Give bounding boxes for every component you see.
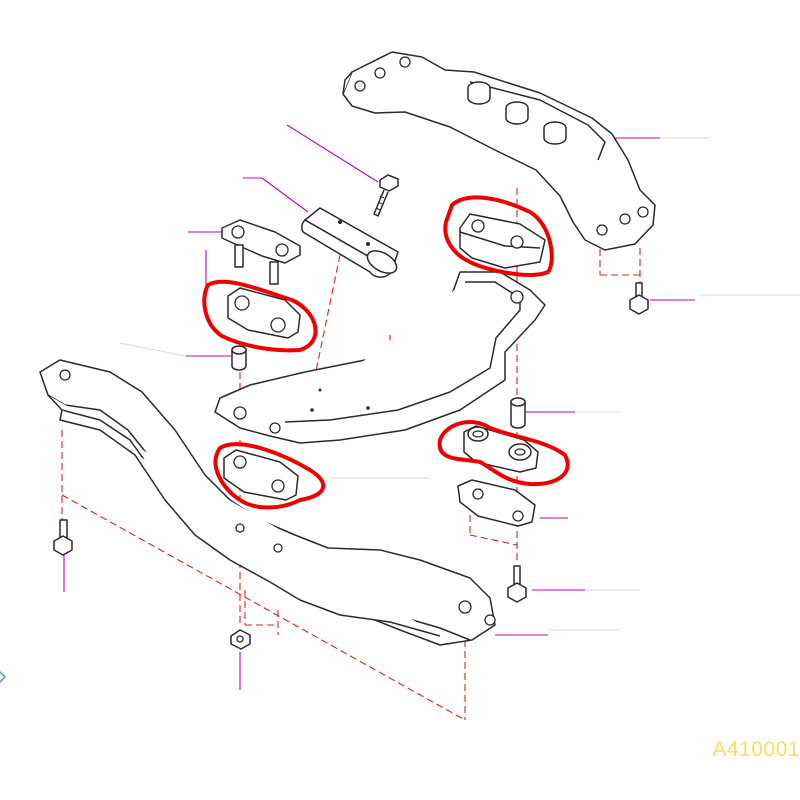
- cylinder-spacer: [301, 207, 399, 278]
- lower-plate-right: [457, 479, 536, 527]
- highlight-marks: [202, 195, 570, 510]
- upper-bolt: [373, 174, 399, 217]
- highlight-left-stopper-plate: [202, 279, 318, 353]
- left-stopper-plate: [227, 287, 301, 339]
- stud-plate: [221, 219, 301, 285]
- edge-marker: [0, 670, 7, 684]
- highlight-rear-mount-cushion: [443, 195, 554, 277]
- left-lower-cushion: [223, 449, 299, 501]
- faint-leader-lines: [119, 137, 800, 631]
- bolt-right-lower: [507, 565, 527, 603]
- highlight-right-lower-cushion: [437, 420, 570, 487]
- nut-bottom: [230, 629, 251, 650]
- upper-mount-bracket: [342, 51, 656, 251]
- rear-mount-cushion: [459, 213, 546, 269]
- bolt-right-upper: [629, 282, 649, 315]
- highlight-left-lower-cushion: [213, 442, 326, 510]
- collar-left: [231, 345, 247, 371]
- crossmember: [214, 271, 546, 444]
- bolt-left: [53, 519, 73, 556]
- figure-code-label: A410001: [712, 738, 800, 761]
- right-lower-cushion: [463, 425, 539, 473]
- rear-crossmember: [39, 359, 496, 646]
- collar-right: [510, 397, 526, 429]
